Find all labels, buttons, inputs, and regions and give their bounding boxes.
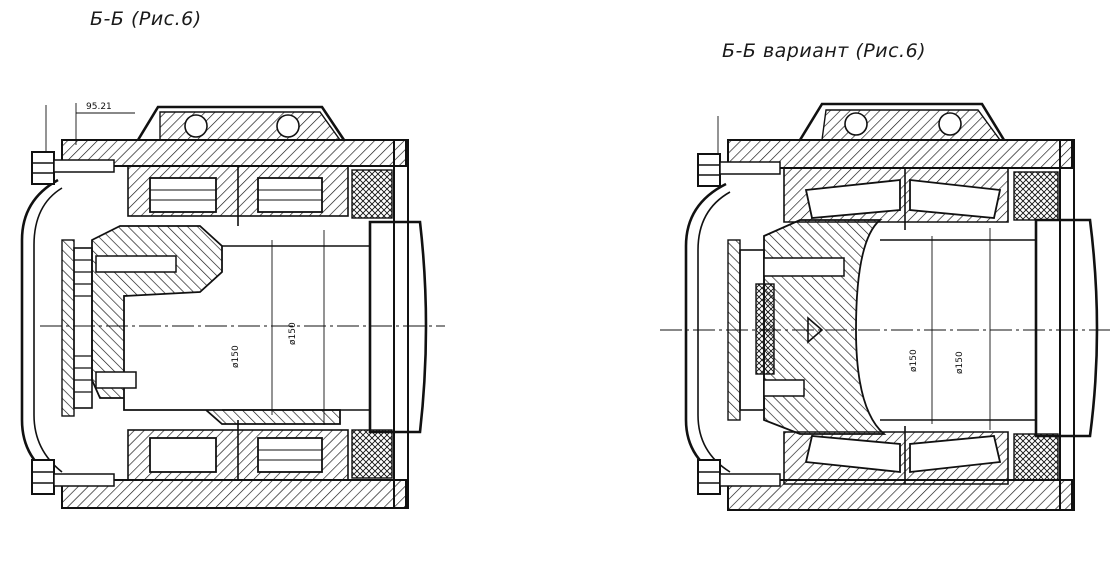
- right-dimension-d2: ø150: [955, 351, 965, 374]
- left-dimension-label: 95.21: [86, 102, 112, 112]
- left-top-lug: [136, 105, 346, 141]
- right-bolt-bottom: [697, 459, 781, 495]
- left-section-view: 95.21: [20, 102, 445, 509]
- right-end-cover: [684, 182, 727, 482]
- right-bearing-top: [783, 167, 1009, 230]
- right-shaft-end: [1034, 218, 1099, 438]
- right-dimension-d1: ø150: [909, 349, 919, 372]
- left-bolt-bottom: [31, 459, 115, 495]
- right-bolt-top: [697, 153, 781, 187]
- caption-right-section: Б-Б вариант (Рис.6): [722, 40, 927, 62]
- right-bearing-bottom: [783, 426, 1009, 485]
- left-dimension-leader: 95.21: [45, 102, 135, 165]
- left-dimension-d2: ø150: [288, 322, 298, 345]
- right-hub: [763, 219, 887, 435]
- right-section-view: ø150 ø150: [660, 102, 1110, 511]
- right-housing-bottom: [727, 479, 1073, 511]
- left-bearing-top: [127, 165, 349, 226]
- left-bolt-top: [31, 151, 115, 185]
- left-dimension-d1: ø150: [231, 345, 241, 368]
- right-top-lug: [798, 102, 1006, 141]
- caption-left-section: Б-Б (Рис.6): [90, 8, 202, 30]
- left-housing-bottom: [61, 479, 407, 509]
- left-bearing-bottom: [127, 420, 349, 481]
- left-hub: [91, 225, 341, 425]
- right-housing-top: [727, 139, 1073, 169]
- left-shaft-end: [368, 220, 428, 434]
- left-end-cover: [20, 178, 59, 482]
